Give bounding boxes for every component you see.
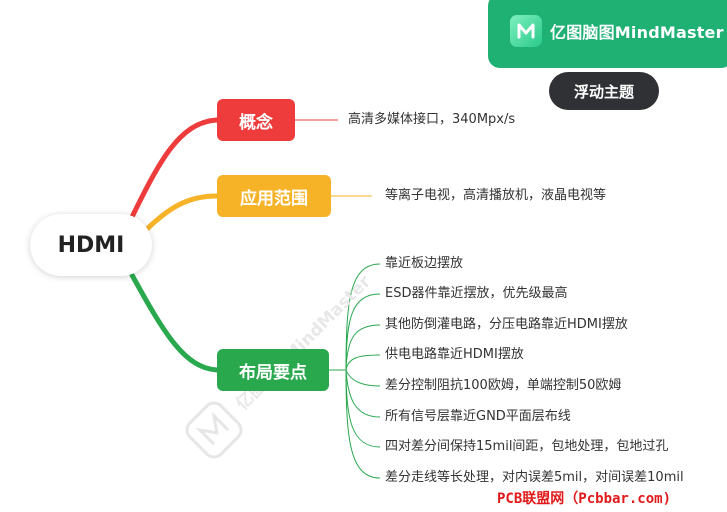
floating-topic-button[interactable]: 浮动主题: [549, 72, 659, 110]
subtopic-layout-3[interactable]: 其他防倒灌电路，分压电路靠近HDMI摆放: [385, 317, 628, 332]
branch-connector-concept: [129, 117, 220, 220]
subtopic-application[interactable]: 等离子电视，高清播放机，液晶电视等: [385, 188, 607, 203]
subtopic-layout-7[interactable]: 四对差分间保持15mil间距，包地处理，包地过孔: [385, 439, 669, 454]
footer-source-label: PCB联盟网（Pcbbar.com): [497, 491, 672, 507]
topic-layout-points[interactable]: 布局要点: [217, 349, 329, 391]
subtopic-layout-4[interactable]: 供电电路靠近HDMI摆放: [385, 347, 524, 362]
branch-connector-application: [137, 193, 220, 239]
subtopic-layout-1[interactable]: 靠近板边摆放: [385, 256, 464, 271]
topic-concept[interactable]: 概念: [217, 99, 295, 141]
branch-connector-layout: [129, 272, 220, 373]
subtopic-layout-6[interactable]: 所有信号层靠近GND平面层布线: [385, 409, 571, 424]
central-topic[interactable]: HDMI: [30, 214, 152, 276]
subtopic-layout-5[interactable]: 差分控制阻抗100欧姆，单端控制50欧姆: [385, 378, 622, 393]
subtopic-concept[interactable]: 高清多媒体接口，340Mpx/s: [348, 112, 516, 127]
leaf-connectors-layout: [329, 263, 381, 479]
mindmaster-logo-icon: [510, 15, 542, 47]
brand-name: 亿图脑图MindMaster: [550, 23, 724, 42]
brand-banner: 亿图脑图MindMaster: [488, 0, 727, 68]
subtopic-layout-8[interactable]: 差分走线等长处理，对内误差5mil，对间误差10mil: [385, 470, 684, 485]
topic-application-scope[interactable]: 应用范围: [217, 175, 331, 217]
subtopic-layout-2[interactable]: ESD器件靠近摆放，优先级最高: [385, 286, 568, 301]
